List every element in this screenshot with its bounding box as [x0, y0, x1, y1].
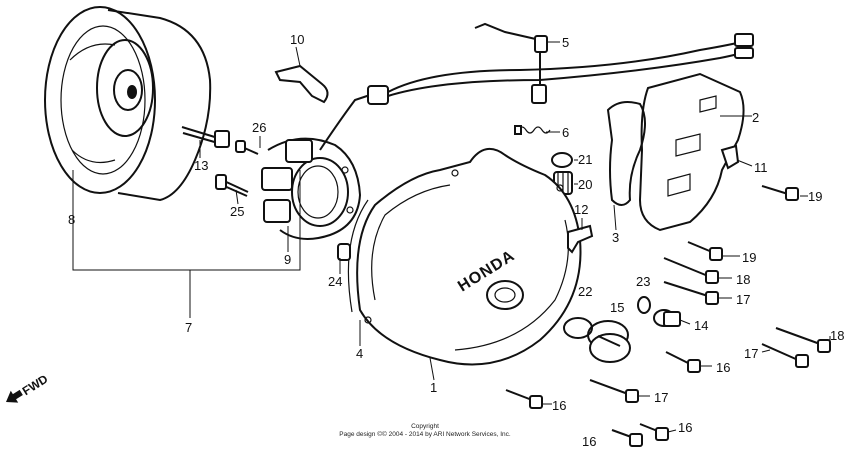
bolt-18-lower-drawing	[775, 327, 831, 353]
bolt-16-bottom-a-drawing	[611, 429, 643, 447]
label-part-24: 24	[328, 274, 342, 289]
fwd-label: FWD	[20, 372, 51, 399]
bolt-16-bottom-b-drawing	[639, 423, 669, 441]
label-part-3: 3	[612, 230, 619, 245]
label-part-12: 12	[574, 202, 588, 217]
bolt-17-upper-drawing	[663, 281, 719, 305]
flywheel-drawing	[44, 6, 212, 202]
label-part-18-lower: 18	[830, 328, 844, 343]
label-part-5: 5	[562, 35, 569, 50]
dowel-pin-drawing	[337, 243, 351, 261]
label-part-15: 15	[610, 300, 624, 315]
wire-clamp-drawing	[274, 64, 329, 104]
label-part-16-bottom-right: 16	[678, 420, 692, 435]
label-part-10: 10	[290, 32, 304, 47]
bolt-19-lower-drawing	[687, 241, 723, 261]
label-part-16-right: 16	[716, 360, 730, 375]
stator-drawing	[261, 137, 362, 240]
neutral-switch-drawing	[474, 22, 548, 104]
label-part-17-upper: 17	[736, 292, 750, 307]
label-part-20: 20	[578, 177, 592, 192]
label-part-9: 9	[284, 252, 291, 267]
label-part-18-upper: 18	[736, 272, 750, 287]
label-part-17-lower: 17	[744, 346, 758, 361]
o-ring-drawing	[563, 317, 593, 339]
bolt-16-left-drawing	[505, 389, 543, 409]
label-part-19-lower: 19	[742, 250, 756, 265]
label-part-11: 11	[754, 160, 768, 175]
label-part-8: 8	[68, 212, 75, 227]
label-part-4: 4	[356, 346, 363, 361]
label-part-25: 25	[230, 204, 244, 219]
oil-filler-cap-drawing	[587, 320, 631, 363]
copyright-title: Copyright	[411, 423, 439, 430]
washer-drawing	[637, 296, 651, 314]
bolt-16-right-drawing	[665, 351, 701, 373]
label-part-14: 14	[694, 318, 708, 333]
label-part-13: 13	[194, 158, 208, 173]
wire-harness-drawing	[319, 33, 754, 151]
leader-lines	[72, 41, 831, 433]
label-part-16-left: 16	[552, 398, 566, 413]
small-screw-26-drawing	[235, 140, 259, 155]
bolt-17-lower-drawing	[761, 343, 809, 368]
label-part-6: 6	[562, 125, 569, 140]
part-labels: 1 2 3 4 5 6 7 8 9 10 11 12 13 14 15 16 1…	[68, 32, 844, 449]
nut-21-drawing	[551, 152, 573, 168]
flywheel-bolt-drawing	[181, 126, 230, 148]
copyright-notice: Page design ©© 2004 - 2014 by ARI Networ…	[339, 431, 511, 438]
label-part-17-bottom: 17	[654, 390, 668, 405]
label-part-23: 23	[636, 274, 650, 289]
bolt-18-upper-drawing	[663, 257, 719, 284]
sprocket-gasket-drawing	[606, 101, 646, 206]
bolt-17-bottom-drawing	[589, 379, 639, 403]
label-part-21: 21	[578, 152, 592, 167]
label-part-1: 1	[430, 380, 437, 395]
label-part-16-bottom-left: 16	[582, 434, 596, 449]
label-part-26: 26	[252, 120, 266, 135]
spring-drawing	[514, 125, 551, 135]
bolt-19-upper-drawing	[761, 185, 799, 201]
crankcase-cover-drawing: HONDA	[356, 147, 582, 366]
bracket-drawing	[567, 224, 594, 254]
forward-arrow: FWD	[6, 372, 51, 403]
label-part-7: 7	[185, 320, 192, 335]
label-part-22: 22	[578, 284, 592, 299]
small-screw-25-drawing	[215, 174, 249, 197]
plug-drawing	[653, 309, 681, 327]
label-part-2: 2	[752, 110, 759, 125]
clip-drawing	[720, 144, 740, 170]
label-part-19-upper: 19	[808, 189, 822, 204]
